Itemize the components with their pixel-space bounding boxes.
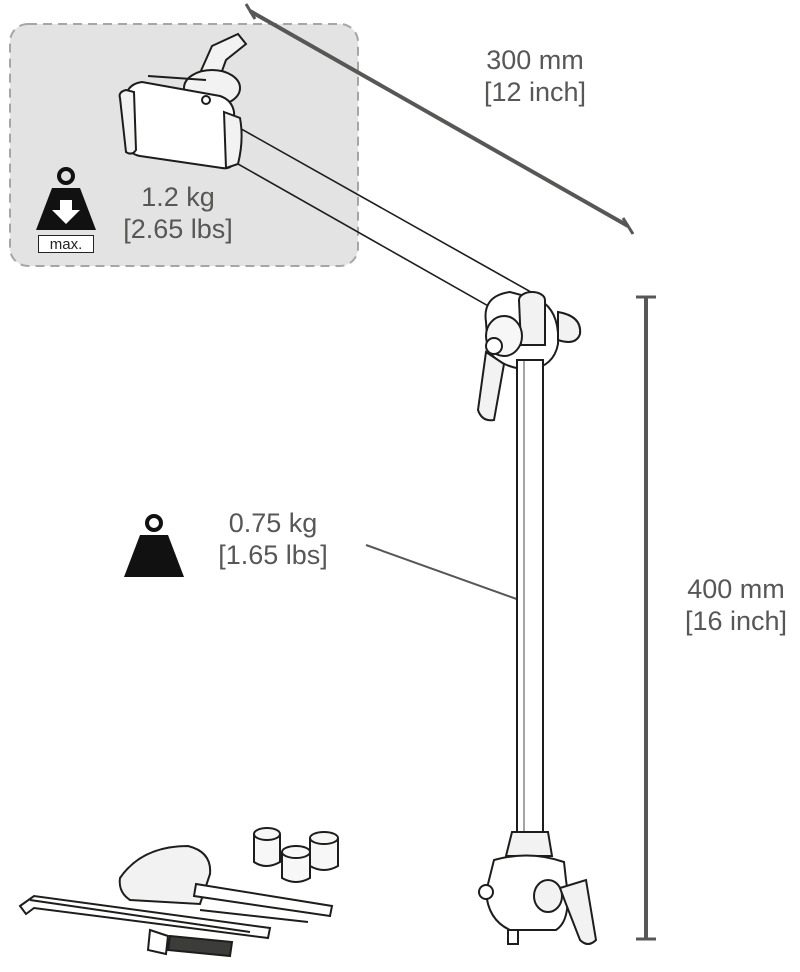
rubber-feet	[253, 827, 339, 883]
pole-length-label: 400 mm [16 inch]	[672, 573, 800, 637]
pole-length-metric: 400 mm	[687, 574, 785, 604]
max-tag: max.	[38, 235, 94, 253]
pole-dimension-line	[636, 295, 656, 941]
pole-weight-label: 0.75 kg [1.65 lbs]	[198, 507, 348, 571]
pole-weight-icon	[124, 514, 184, 577]
arm-length-metric: 300 mm	[486, 45, 584, 75]
max-load-imperial: [2.65 lbs]	[123, 214, 233, 244]
arm-length-imperial: [12 inch]	[483, 77, 587, 107]
pole-weight-imperial: [1.65 lbs]	[218, 540, 328, 570]
vertical-pole	[516, 359, 544, 839]
tool-kit	[18, 844, 334, 958]
max-load-label: 1.2 kg [2.65 lbs]	[108, 181, 248, 245]
pole-weight-metric: 0.75 kg	[228, 508, 318, 538]
arm-length-label: 300 mm [12 inch]	[450, 44, 620, 108]
max-load-weight-icon	[36, 167, 96, 230]
pole-weight-leader	[365, 544, 531, 607]
max-load-metric: 1.2 kg	[141, 182, 215, 212]
top-swivel-joint	[476, 290, 582, 422]
base-clamp	[478, 831, 598, 945]
arm-tube	[230, 125, 539, 325]
arm-dimension-line	[244, 3, 635, 235]
phone-holder	[118, 32, 248, 170]
pole-length-imperial: [16 inch]	[684, 606, 788, 636]
